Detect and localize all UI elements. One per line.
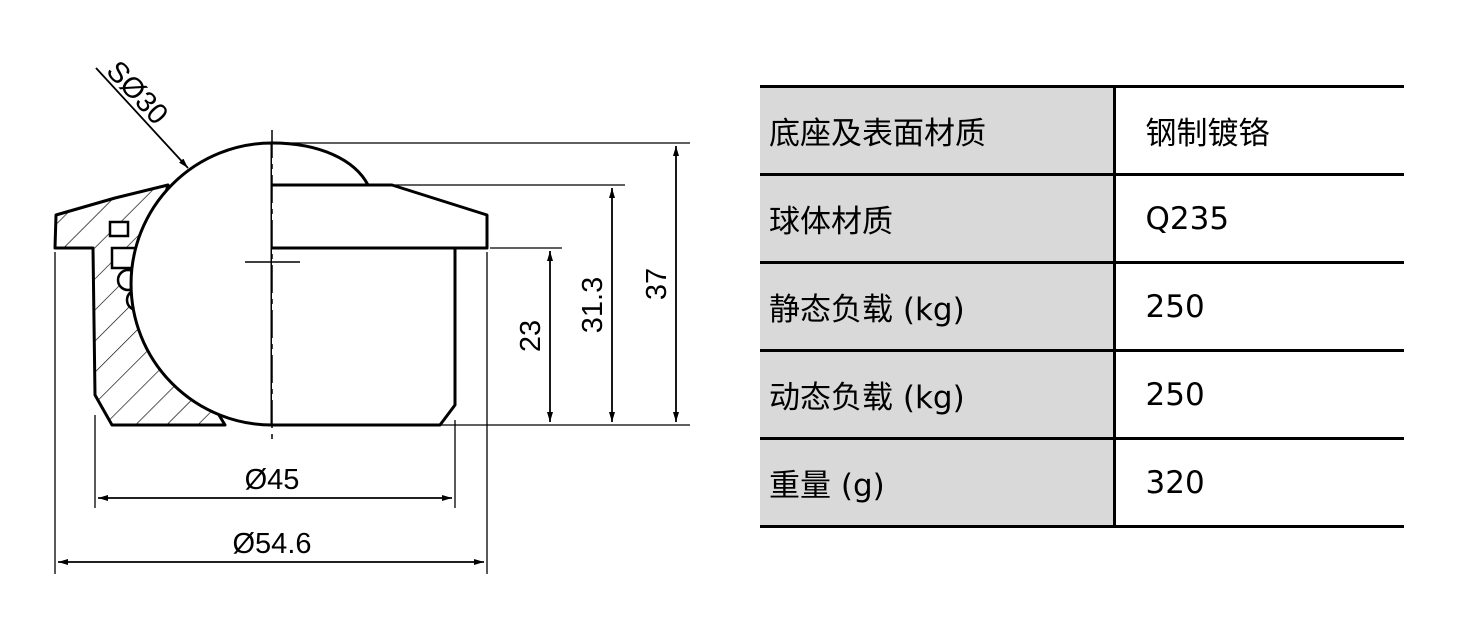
row-label-static-load: 静态负载 (kg)	[760, 261, 1116, 352]
table-row: 球体材质 Q235	[760, 173, 1404, 264]
row-value-static-load: 250	[1114, 261, 1404, 352]
table-row: 动态负载 (kg) 250	[760, 349, 1404, 440]
row-label-base-material: 底座及表面材质	[760, 85, 1116, 176]
table-row: 底座及表面材质 钢制镀铬	[760, 85, 1404, 176]
row-value-dynamic-load: 250	[1114, 349, 1404, 440]
row-value-base-material: 钢制镀铬	[1114, 85, 1404, 176]
dim-height-total: 37	[641, 268, 673, 300]
row-label-ball-material: 球体材质	[760, 173, 1116, 264]
row-label-dynamic-load: 动态负载 (kg)	[760, 349, 1116, 440]
dim-flange-diameter: Ø54.6	[233, 528, 312, 560]
row-value-ball-material: Q235	[1114, 173, 1404, 264]
row-value-weight: 320	[1114, 437, 1404, 528]
spec-table: 底座及表面材质 钢制镀铬 球体材质 Q235 静态负载 (kg) 250 动态负…	[760, 85, 1404, 528]
technical-drawing: SØ30 37 31.3 23 Ø45 Ø54.6	[53, 55, 690, 574]
dim-body-diameter: Ø45	[245, 464, 300, 496]
table-row: 重量 (g) 320	[760, 437, 1404, 528]
dim-31-3: 31.3	[395, 184, 625, 422]
housing-outline-right	[272, 183, 489, 427]
row-label-weight: 重量 (g)	[760, 437, 1116, 528]
dim-37: 37	[272, 142, 690, 426]
dim-sphere-diameter: SØ30	[100, 55, 174, 131]
dim-54-6: Ø54.6	[54, 252, 488, 574]
dim-45: Ø45	[94, 415, 456, 508]
dim-height-flange: 31.3	[577, 277, 609, 333]
dim-23: 23	[490, 247, 562, 422]
dim-height-body: 23	[515, 320, 547, 352]
table-row: 静态负载 (kg) 250	[760, 261, 1404, 352]
leader-sphere: SØ30	[95, 55, 189, 169]
